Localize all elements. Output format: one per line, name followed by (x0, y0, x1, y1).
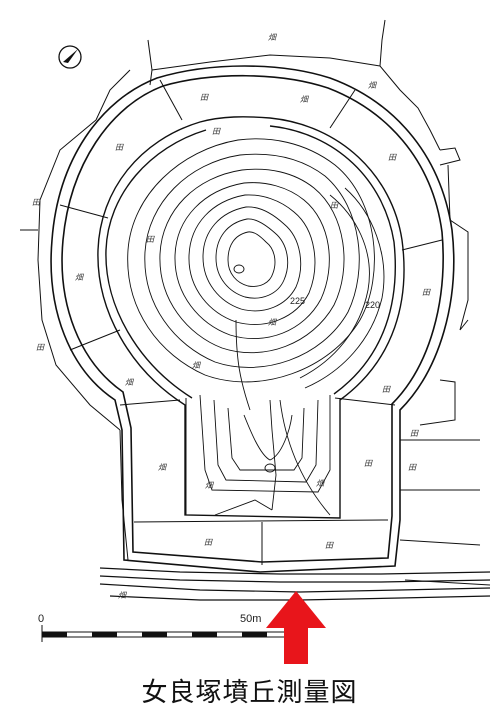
svg-text:田: 田 (212, 127, 221, 136)
map-caption: 女良塚墳丘測量図 (141, 678, 358, 708)
svg-text:畑: 畑 (125, 378, 135, 387)
svg-text:田: 田 (32, 198, 41, 207)
red-up-arrow-icon (266, 591, 326, 664)
front-part-contours (199, 319, 331, 516)
svg-text:田: 田 (146, 235, 155, 244)
inner-bank (97, 116, 405, 519)
parcel-boundaries (20, 19, 491, 586)
svg-text:田: 田 (325, 541, 334, 550)
contour-lines (127, 138, 385, 389)
svg-text:畑: 畑 (192, 361, 202, 370)
outer-moat (50, 65, 455, 573)
svg-text:畑: 畑 (205, 481, 215, 490)
svg-text:畑: 畑 (300, 95, 310, 104)
svg-text:田: 田 (388, 153, 397, 162)
svg-text:田: 田 (200, 93, 209, 102)
scale-bar: 0 50m (38, 613, 295, 642)
contour-label-220: 220 (365, 300, 380, 310)
scale-end-label: 50m (240, 613, 261, 625)
svg-text:田: 田 (115, 143, 124, 152)
svg-text:田: 田 (382, 385, 391, 394)
svg-text:田: 田 (364, 459, 373, 468)
svg-text:田: 田 (410, 429, 419, 438)
contour-label-225: 225 (290, 296, 305, 306)
svg-text:畑: 畑 (158, 463, 168, 472)
scale-start-label: 0 (38, 613, 44, 625)
svg-text:田: 田 (330, 201, 339, 210)
svg-text:田: 田 (422, 288, 431, 297)
svg-text:田: 田 (36, 343, 45, 352)
svg-text:畑: 畑 (268, 33, 278, 42)
svg-text:畑: 畑 (75, 273, 85, 282)
svg-text:田: 田 (408, 463, 417, 472)
field-marks: 田 畑 田 田 畑 田 畑 田 畑 田 田 田 田 田 田 田 畑 畑 田 田 … (32, 33, 431, 600)
road (99, 567, 491, 601)
north-arrow-icon (58, 45, 82, 69)
svg-text:田: 田 (204, 538, 213, 547)
svg-text:畑: 畑 (316, 479, 326, 488)
svg-text:畑: 畑 (368, 81, 378, 90)
svg-text:畑: 畑 (268, 318, 278, 327)
field-dividers (59, 79, 443, 565)
svg-text:畑: 畑 (118, 591, 128, 600)
